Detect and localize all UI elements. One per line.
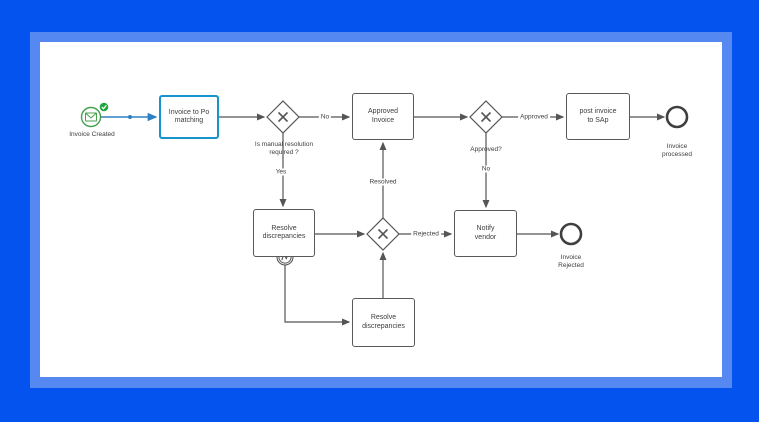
task-label: Approved bbox=[368, 108, 398, 115]
check-badge-icon bbox=[98, 101, 110, 113]
start-event-label: Invoice Created bbox=[69, 131, 115, 138]
label-line: processed bbox=[662, 151, 692, 158]
end-event-rejected[interactable] bbox=[559, 222, 583, 246]
label-line: Is manual resolution bbox=[254, 141, 314, 148]
task-label: Notify bbox=[476, 225, 495, 232]
task-notify-vendor[interactable]: Notify vendor bbox=[454, 210, 517, 257]
gateway-approved-label: Approved? bbox=[470, 146, 502, 153]
task-label: vendor bbox=[474, 233, 497, 241]
xor-x-icon bbox=[277, 111, 289, 123]
label-line: Invoice bbox=[560, 254, 582, 261]
label-line: Rejected bbox=[558, 262, 584, 269]
task-resolve-discrepancies-2[interactable]: Resolve discrepancies bbox=[352, 298, 415, 347]
flow-start-to-task1[interactable] bbox=[101, 112, 158, 122]
xor-x-icon bbox=[377, 228, 389, 240]
task-label: Resolve bbox=[271, 224, 297, 232]
xor-x-icon bbox=[480, 111, 492, 123]
edge-label-rejected: Rejected bbox=[411, 230, 441, 238]
gateway-approved[interactable] bbox=[469, 100, 503, 134]
task-resolve-discrepancies-1[interactable]: Resolve discrepancies bbox=[253, 209, 315, 257]
task-label: Invoice to Po bbox=[168, 108, 210, 116]
flow-waypoint-dot[interactable] bbox=[128, 115, 132, 119]
task-post-invoice-sap[interactable]: post invoice to SAp bbox=[566, 93, 630, 140]
task-label: post invoice bbox=[579, 108, 617, 115]
edge-label-yes: Yes bbox=[273, 168, 289, 176]
gateway-merge[interactable] bbox=[366, 217, 400, 251]
start-event[interactable] bbox=[80, 101, 110, 128]
task-label: Resolve bbox=[370, 314, 397, 321]
task-label: discrepancies bbox=[262, 233, 306, 240]
label-line: required ? bbox=[269, 149, 299, 156]
edge-label-resolved: Resolved bbox=[367, 178, 399, 186]
task-label: discrepancies bbox=[362, 322, 405, 330]
gateway-manual-resolution[interactable] bbox=[266, 100, 300, 134]
task-label: Invoice bbox=[371, 116, 395, 124]
flow-boundary-to-task6[interactable] bbox=[284, 265, 351, 326]
task-invoice-po-matching[interactable]: Invoice to Po matching bbox=[159, 95, 219, 139]
edge-label-approved: Approved bbox=[518, 113, 550, 121]
diagram-canvas[interactable]: Invoice to Po matching Approved Invoice … bbox=[40, 42, 722, 377]
end-event-processed-label: Invoice processed bbox=[662, 143, 692, 159]
gateway-manual-resolution-label: Is manual resolution required ? bbox=[255, 141, 313, 157]
end-event-rejected-label: Invoice Rejected bbox=[558, 254, 584, 270]
edge-label-no-2: No bbox=[479, 165, 493, 173]
label-line: Invoice bbox=[666, 143, 688, 150]
task-label: matching bbox=[174, 117, 204, 124]
task-label: to SAp bbox=[587, 116, 609, 124]
edge-label-no: No bbox=[318, 113, 332, 121]
envelope-icon bbox=[85, 112, 97, 122]
task-approved-invoice[interactable]: Approved Invoice bbox=[352, 93, 414, 140]
end-event-processed[interactable] bbox=[665, 105, 689, 129]
